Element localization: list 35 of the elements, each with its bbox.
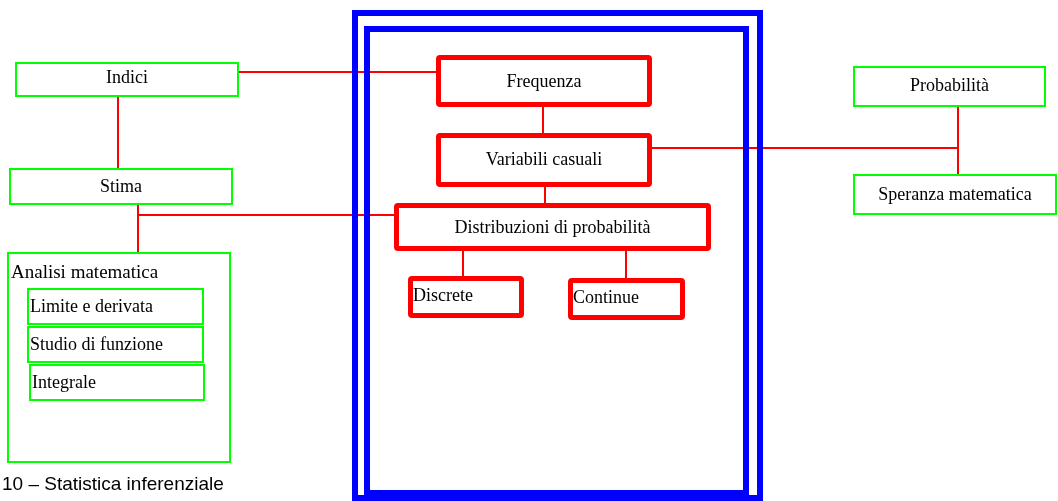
node-label: Variabili casuali [485, 148, 603, 171]
connector-line [137, 204, 395, 216]
connector-line [542, 106, 544, 134]
subtopic-box [27, 326, 204, 363]
node-label: Studio di funzione [30, 333, 163, 356]
concept-box [394, 203, 711, 251]
node-label: Indici [106, 66, 148, 89]
node-label: Probabilità [910, 74, 989, 97]
concept-box [408, 276, 524, 318]
topic-box [853, 66, 1046, 107]
subtopic-box [27, 288, 204, 325]
node-label: Discrete [413, 284, 473, 307]
subtopic-box [29, 364, 205, 401]
topic-box [15, 62, 239, 97]
topic-box [9, 168, 233, 205]
connector-line [625, 250, 627, 279]
node-label: Continue [573, 286, 639, 309]
node-label: Frequenza [506, 70, 582, 93]
node-label: Integrale [32, 371, 96, 394]
connector-line [957, 106, 959, 175]
concept-box [436, 55, 652, 107]
connector-line [544, 186, 546, 204]
concept-box [568, 278, 685, 320]
concept-box [436, 133, 652, 187]
connector-line [117, 96, 119, 169]
node-label: Distribuzioni di probabilità [454, 216, 651, 239]
node-label: Analisi matematica [11, 260, 159, 284]
connector-line [462, 250, 464, 277]
node-label: Stima [100, 175, 142, 198]
node-label: Limite e derivata [30, 295, 153, 318]
connector-line [238, 71, 437, 73]
topic-box [7, 252, 231, 463]
topic-box [853, 174, 1057, 215]
node-label: Speranza matematica [878, 183, 1032, 206]
caption: 10 – Statistica inferenziale [2, 472, 224, 496]
